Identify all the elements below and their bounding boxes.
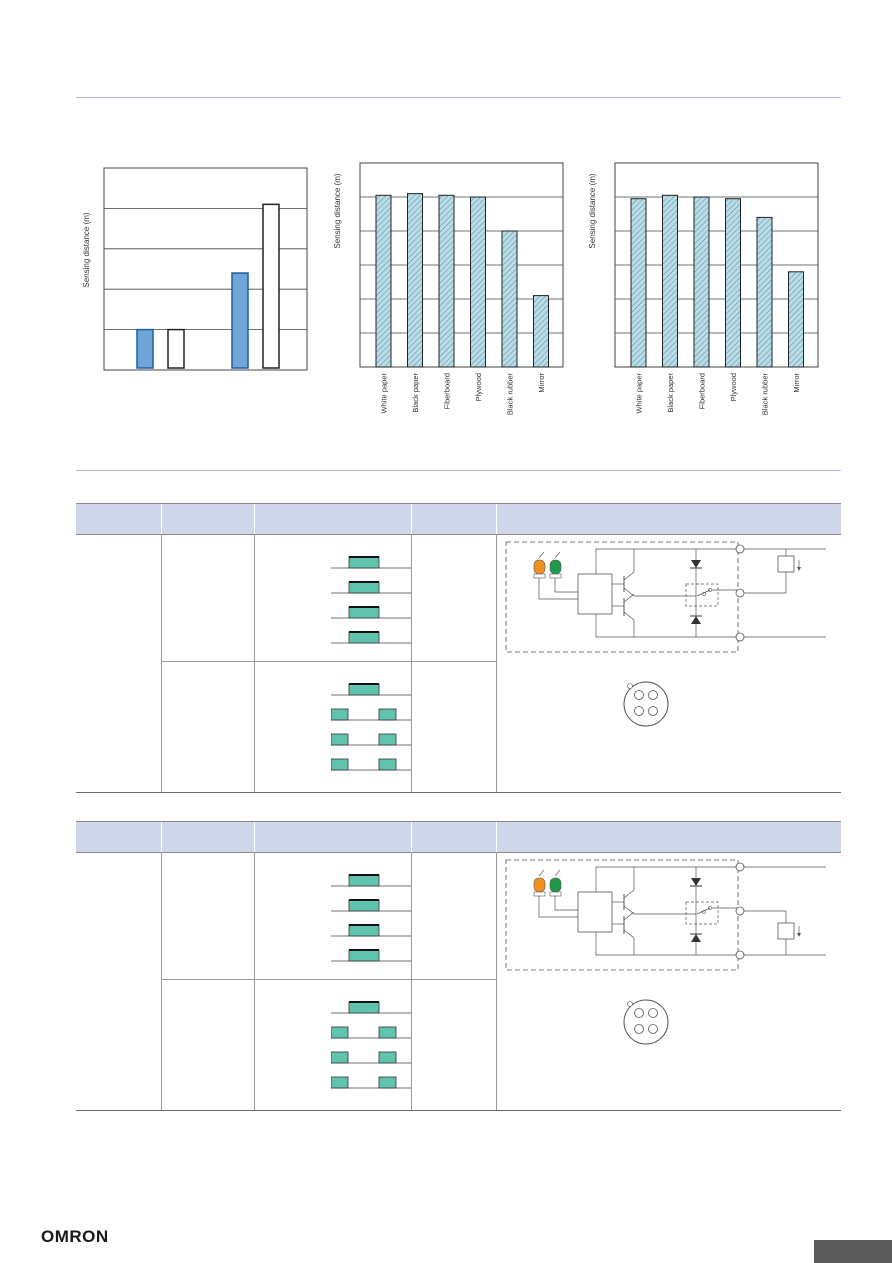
- col-divider: [161, 852, 162, 1110]
- bar: [438, 194, 455, 368]
- x-tick-label: White paper: [635, 372, 644, 413]
- col-divider: [254, 534, 255, 792]
- timing-pulse: [331, 1076, 349, 1089]
- x-tick-label: Fiberboard: [698, 373, 707, 409]
- x-tick-label: Black paper: [666, 373, 675, 413]
- y-axis-label: Sensing distance (m): [333, 173, 342, 248]
- chart-1: Sensing distance (m): [80, 160, 320, 390]
- timing-pulse: [331, 1026, 349, 1039]
- x-tick-label: White paper: [380, 372, 389, 413]
- col-divider: [496, 852, 497, 1110]
- bar: [262, 203, 280, 369]
- chart-2: Sensing distance (m) White paper Black pap…: [330, 155, 580, 435]
- page-tab: [814, 1240, 892, 1263]
- bar: [470, 196, 486, 368]
- timing-pulse: [348, 874, 380, 887]
- circuit-cell-1: [496, 534, 841, 792]
- x-tick-label: Black rubber: [761, 373, 770, 416]
- header-col-4: [411, 822, 412, 852]
- bar: [725, 198, 741, 368]
- col-divider: [161, 534, 162, 792]
- y-axis-label: Sensing distance (m): [82, 212, 91, 287]
- top-divider: [76, 97, 841, 98]
- bar: [501, 230, 518, 368]
- row-divider: [161, 979, 496, 980]
- x-tick-label: Black paper: [411, 373, 420, 413]
- circuit-cell-2: [496, 852, 841, 1110]
- timing-pulse: [378, 758, 397, 771]
- bar: [630, 198, 647, 368]
- timing-pulse: [348, 631, 380, 644]
- timing-pulse: [348, 1001, 380, 1014]
- bar: [167, 328, 185, 369]
- header-col-2: [161, 504, 162, 534]
- col-divider: [411, 852, 412, 1110]
- timing-pulse: [348, 949, 380, 962]
- timing-chart-1: [331, 556, 411, 771]
- x-tick-label: Mirror: [537, 372, 546, 392]
- header-col-5: [496, 504, 497, 534]
- bar: [693, 196, 710, 368]
- bar: [756, 216, 773, 368]
- timing-pulse: [348, 924, 380, 937]
- col-divider: [254, 852, 255, 1110]
- chart-2-svg: Sensing distance (m) White paper Black pap…: [333, 162, 564, 416]
- x-tick-label: Plywood: [729, 373, 738, 401]
- timing-pulse: [331, 733, 349, 746]
- chart-3-svg: Sensing distance (m) White paper Black pap…: [588, 162, 819, 416]
- output-circuit-diagram: [496, 852, 841, 1110]
- col-divider: [411, 534, 412, 792]
- timing-pulse: [348, 606, 380, 619]
- x-tick-label: Mirror: [792, 372, 801, 392]
- table-header: [76, 821, 841, 853]
- x-tick-label: Fiberboard: [443, 373, 452, 409]
- timing-pulse: [348, 581, 380, 594]
- timing-chart-2: [331, 874, 411, 1089]
- timing-pulse: [378, 1026, 397, 1039]
- bar: [662, 194, 678, 368]
- timing-pulse: [378, 708, 397, 721]
- bar: [407, 193, 423, 368]
- wiring-table-1: [76, 503, 841, 793]
- timing-pulse: [378, 1051, 397, 1064]
- bar: [533, 295, 549, 368]
- chart-3: Sensing distance (m) White paper Black pap…: [585, 155, 835, 435]
- bar: [375, 194, 392, 368]
- timing-pulse: [331, 1051, 349, 1064]
- wiring-table-2: [76, 821, 841, 1111]
- timing-pulse: [331, 758, 349, 771]
- table-bottom-rule: [76, 1110, 841, 1111]
- omron-logo: OMRON: [41, 1227, 109, 1246]
- timing-pulse: [331, 708, 349, 721]
- header-col-2: [161, 822, 162, 852]
- bar: [136, 328, 154, 369]
- table-header: [76, 503, 841, 535]
- timing-pulse: [378, 733, 397, 746]
- bar: [788, 271, 804, 368]
- header-col-3: [254, 822, 255, 852]
- row-divider: [161, 661, 496, 662]
- chart-1-svg: Sensing distance (m): [82, 167, 308, 371]
- y-axis-label: Sensing distance (m): [588, 173, 597, 248]
- timing-pulse: [378, 1076, 397, 1089]
- table-bottom-rule: [76, 792, 841, 793]
- timing-pulse: [348, 683, 380, 696]
- header-col-5: [496, 822, 497, 852]
- col-divider: [496, 534, 497, 792]
- middle-divider: [76, 470, 841, 471]
- output-circuit-diagram: [496, 534, 841, 792]
- timing-pulse: [348, 556, 380, 569]
- x-tick-label: Black rubber: [506, 373, 515, 416]
- bar: [231, 272, 249, 369]
- timing-pulse: [348, 899, 380, 912]
- x-tick-label: Plywood: [474, 373, 483, 401]
- header-col-4: [411, 504, 412, 534]
- header-col-3: [254, 504, 255, 534]
